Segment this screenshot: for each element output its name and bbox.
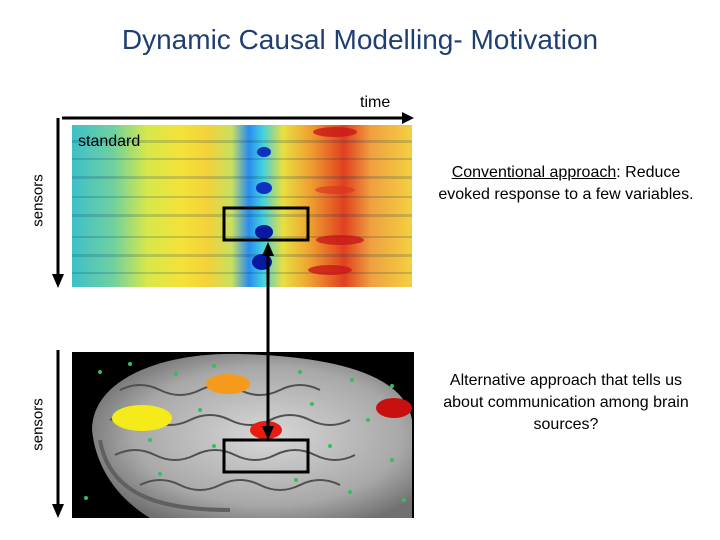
- sensors-arrow-top: [52, 118, 64, 288]
- standard-label: standard: [78, 133, 141, 150]
- conventional-approach-rest: : Reduce evoked response to a few variab…: [438, 164, 694, 203]
- sensors-label-top: sensors: [29, 174, 47, 227]
- time-arrow: [62, 112, 414, 124]
- evoked-response-heatmap: [72, 125, 412, 287]
- alternative-approach-text: Alternative approach that tells us about…: [443, 372, 689, 433]
- slide-title: Dynamic Causal Modelling- Motivation: [121, 24, 599, 55]
- source-yellow: [112, 405, 172, 431]
- sensors-label-bottom: sensors: [29, 398, 47, 451]
- time-label: time: [360, 94, 391, 111]
- source-orange: [206, 374, 250, 394]
- conventional-approach-text: Conventional approach: Reduce evoked res…: [432, 162, 700, 206]
- conventional-approach-lead: Conventional approach: [451, 164, 617, 181]
- link-arrow: [262, 242, 274, 440]
- source-red-right: [376, 398, 412, 418]
- selection-box-brain: [222, 438, 310, 474]
- sensors-arrow-bottom: [52, 350, 64, 518]
- brain-image: [72, 352, 414, 518]
- selection-box-heatmap: [222, 206, 310, 242]
